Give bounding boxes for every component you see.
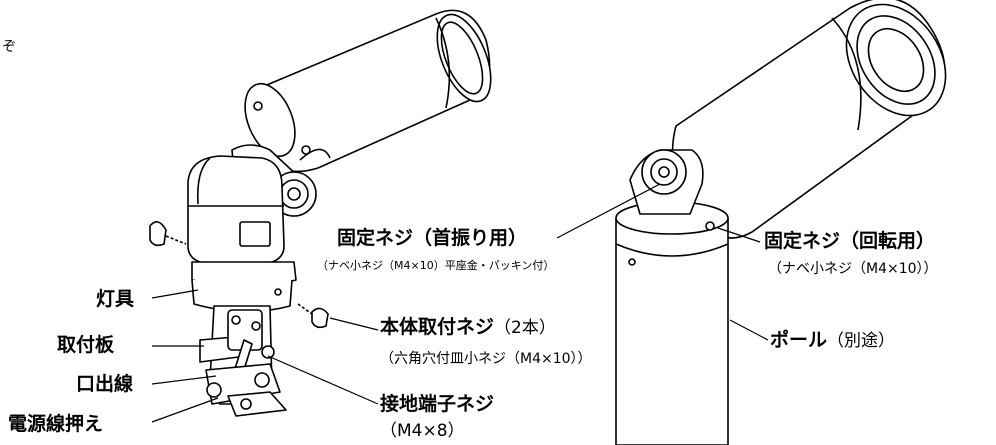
label-ground-screw: 接地端子ネジ [380, 393, 495, 415]
label-power-clamp: 電源線押え [8, 413, 104, 435]
label-body-screw-sub: （六角穴付皿小ネジ（M4×10）） [380, 351, 592, 367]
label-mount-plate: 取付板 [57, 334, 115, 356]
left-housing [187, 155, 285, 265]
label-outlet-wire: 口出線 [76, 373, 134, 395]
label-fix-screw-tilt: 固定ネジ（首振り用） [337, 227, 528, 249]
label-ground-screw-sub: （M4×8） [380, 421, 465, 441]
label-pole: ポール [770, 329, 828, 351]
right-lamp-assembly [615, 0, 947, 445]
label-body-screw-qty: （2本） [494, 318, 556, 338]
label-fix-screw-rot: 固定ネジ（回転用） [764, 230, 936, 252]
left-lamp-assembly [149, 9, 492, 417]
label-fix-screw-tilt-sub: （ナベ小ネジ（M4×10）平座金・パッキン付） [317, 259, 555, 272]
label-fix-screw-rot-sub: （ナベ小ネジ（M4×10）） [768, 261, 938, 277]
left-body-screw-head [149, 221, 167, 247]
label-body-screw-group: 本体取付ネジ（2本） [380, 318, 556, 337]
right-body-screw-head [311, 307, 329, 329]
label-pole-sub: （別途） [827, 331, 896, 351]
pole [615, 217, 729, 445]
label-lamp: 灯具 [96, 288, 135, 310]
label-pole-group: ポール（別途） [770, 331, 895, 350]
label-body-screw: 本体取付ネジ [380, 316, 495, 338]
edge-mark: ぞ [2, 39, 16, 55]
